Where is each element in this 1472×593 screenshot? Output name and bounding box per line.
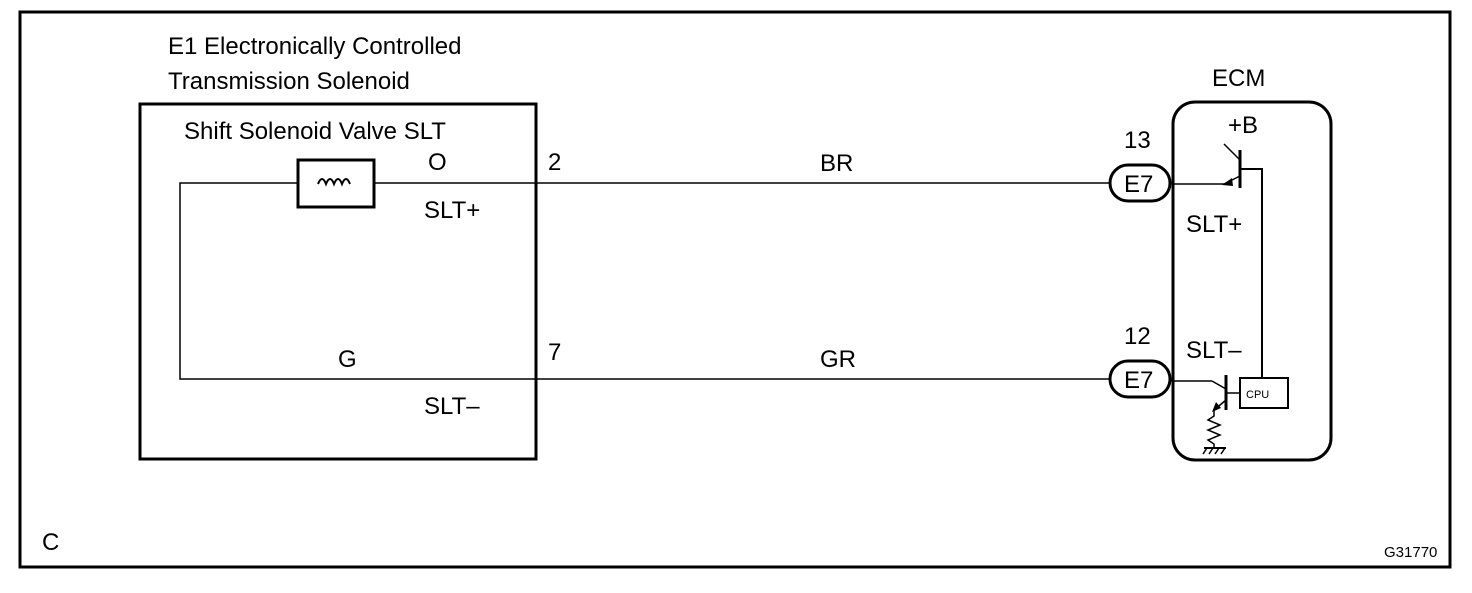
- resistor-icon: [1206, 410, 1222, 448]
- pin-7: 7: [548, 339, 561, 366]
- diagram-frame: [18, 10, 1452, 569]
- component-title-line2: Transmission Solenoid: [168, 68, 410, 95]
- pin-2: 2: [548, 149, 561, 176]
- solenoid-box: [138, 102, 538, 461]
- connector-e7-bottom-label: E7: [1124, 367, 1153, 394]
- terminal-slt-plus: SLT+: [424, 197, 480, 224]
- ground-hatch-3: [1214, 447, 1220, 455]
- upper-transistor-arrow-icon: [1222, 178, 1233, 186]
- terminal-slt-minus: SLT–: [424, 393, 480, 420]
- corner-mark: C: [42, 529, 59, 556]
- lower-transistor-arrow-icon: [1212, 402, 1221, 412]
- wire-color-br: BR: [820, 150, 853, 177]
- component-title-line1: E1 Electronically Controlled: [168, 33, 461, 60]
- connector-e7-top: [1108, 163, 1172, 203]
- ecm-supply-label: +B: [1228, 112, 1258, 139]
- ecm-terminal-slt-minus: SLT–: [1186, 337, 1242, 364]
- coil-winding-icon: [317, 178, 351, 187]
- coil-icon: [296, 158, 376, 209]
- upper-transistor-collector: [1223, 143, 1241, 161]
- ground-hatch-1: [1202, 447, 1208, 455]
- ecm-pin-13: 13: [1124, 127, 1151, 154]
- ecm-pin-12: 12: [1124, 323, 1151, 350]
- ground-hatch-2: [1208, 447, 1214, 455]
- connector-e7-bottom: [1108, 359, 1172, 399]
- ecm-title: ECM: [1212, 65, 1265, 92]
- figure-code: G31770: [1384, 544, 1437, 561]
- ecm-terminal-slt-plus: SLT+: [1186, 211, 1242, 238]
- upper-transistor-drive: [1240, 168, 1263, 379]
- lower-transistor-collector: [1211, 380, 1227, 390]
- wire-color-g: G: [338, 346, 357, 373]
- connector-e7-top-label: E7: [1124, 171, 1153, 198]
- solenoid-valve-label: Shift Solenoid Valve SLT: [184, 118, 446, 145]
- wire-color-gr: GR: [820, 346, 856, 373]
- cpu-label: CPU: [1246, 389, 1269, 401]
- internal-wire: [179, 182, 540, 380]
- wire-color-o: O: [428, 149, 447, 176]
- ground-hatch-4: [1220, 447, 1226, 455]
- ecm-box: [1171, 100, 1333, 462]
